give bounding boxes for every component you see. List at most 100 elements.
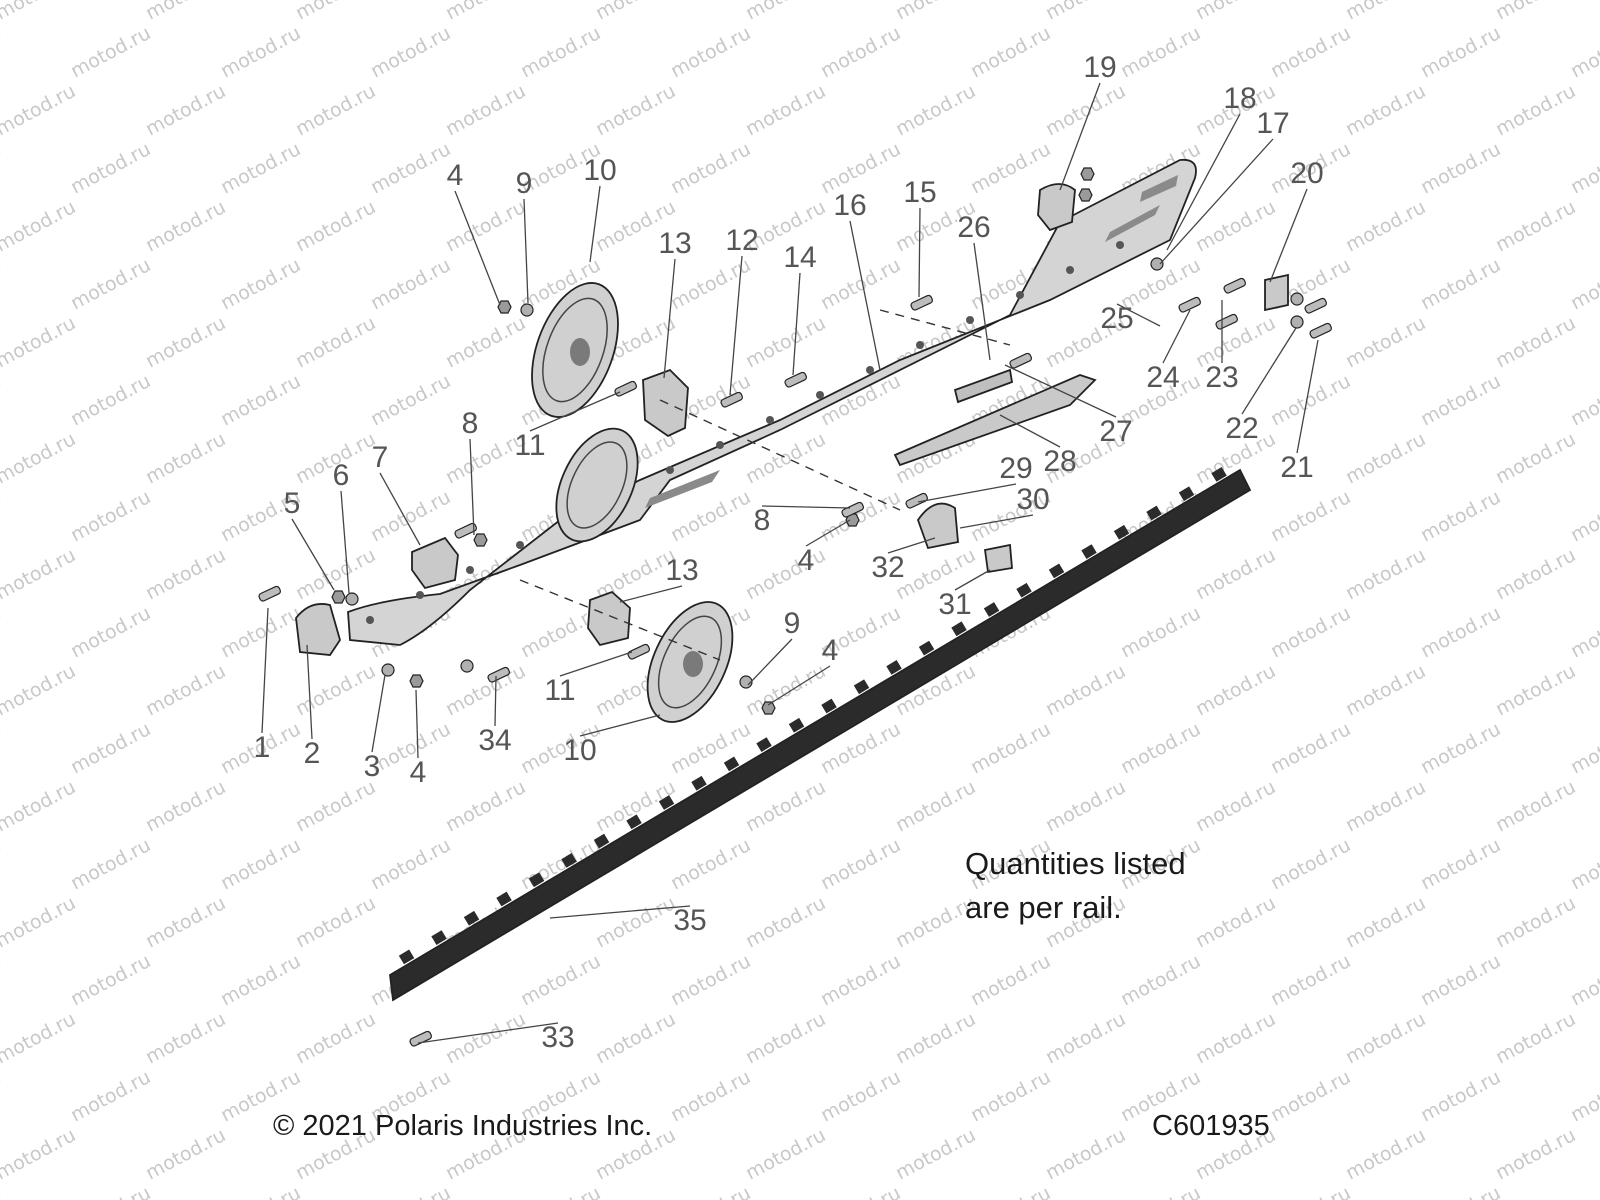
watermark-text: motod.ru	[1192, 1008, 1279, 1068]
watermark-text: motod.ru	[1417, 370, 1504, 430]
watermark-text: motod.ru	[142, 660, 229, 720]
part-callout-4: 4	[798, 544, 815, 577]
watermark-text: motod.ru	[67, 138, 154, 198]
watermark-text: motod.ru	[292, 80, 379, 140]
rail-hole	[1066, 266, 1074, 274]
watermark-text: motod.ru	[1267, 486, 1354, 546]
part-callout-30: 30	[1016, 483, 1049, 516]
part-callout-21: 21	[1280, 451, 1313, 484]
watermark-text: motod.ru	[1192, 776, 1279, 836]
watermark-text: motod.ru	[1342, 660, 1429, 720]
part-callout-10: 10	[583, 154, 616, 187]
watermark-text: motod.ru	[67, 950, 154, 1010]
leader-line	[1166, 113, 1241, 251]
watermark-text: motod.ru	[1267, 22, 1354, 82]
wear-strip-tooth	[398, 949, 415, 965]
rail-hole	[866, 366, 874, 374]
watermark-text: motod.ru	[967, 950, 1054, 1010]
wear-strip-tooth	[593, 833, 610, 849]
pin	[614, 380, 637, 397]
bolt	[1309, 322, 1332, 339]
hex-nut	[409, 674, 424, 688]
watermark-text: motod.ru	[0, 1124, 79, 1184]
spring-mount	[916, 502, 959, 550]
watermark-text: motod.ru	[0, 80, 79, 140]
watermark-text: motod.ru	[67, 22, 154, 82]
watermark-text: motod.ru	[817, 1182, 904, 1200]
part-callout-16: 16	[833, 189, 866, 222]
watermark-text: motod.ru	[1417, 254, 1504, 314]
watermark-text: motod.ru	[367, 370, 454, 430]
wear-strip-tooth	[853, 679, 870, 695]
watermark-text: motod.ru	[817, 486, 904, 546]
part-callout-32: 32	[871, 551, 904, 584]
part-callout-14: 14	[783, 241, 816, 274]
watermark-text: motod.ru	[1192, 892, 1279, 952]
leader-line	[918, 207, 921, 298]
wear-strip-tooth	[1016, 582, 1032, 598]
rail-hole	[916, 341, 924, 349]
watermark-text: motod.ru	[817, 950, 904, 1010]
washer	[1290, 315, 1304, 329]
diagram-code: C601935	[1152, 1110, 1270, 1142]
watermark-text: motod.ru	[967, 22, 1054, 82]
leader-lines	[261, 82, 1319, 1044]
washer	[345, 592, 359, 606]
wear-strip-tooth	[1113, 524, 1130, 540]
bolt	[784, 371, 807, 388]
washer	[1290, 292, 1304, 306]
watermark-text: motod.ru	[367, 834, 454, 894]
watermark-text: motod.ru	[517, 950, 604, 1010]
watermark-text: motod.ru	[1117, 602, 1204, 662]
part-callout-28: 28	[1043, 445, 1076, 478]
watermark-text: motod.ru	[1117, 950, 1204, 1010]
watermark-text: motod.ru	[892, 1124, 979, 1184]
watermark-text: motod.ru	[667, 22, 754, 82]
watermark-text: motod.ru	[892, 80, 979, 140]
watermark-text: motod.ru	[0, 602, 4, 662]
bolt	[1009, 352, 1032, 369]
leader-line	[549, 905, 691, 919]
watermark-text: motod.ru	[0, 544, 79, 604]
leader-line	[1159, 138, 1274, 265]
watermark-text: motod.ru	[892, 776, 979, 836]
copyright-notice: © 2021 Polaris Industries Inc.	[273, 1110, 653, 1142]
plate-clip	[953, 368, 1014, 404]
rear-stop-block	[1037, 183, 1076, 232]
watermark-text: motod.ru	[817, 1066, 904, 1126]
leader-line	[529, 391, 621, 432]
wear-strip-tooth	[1211, 467, 1227, 482]
watermark-text: motod.ru	[817, 834, 904, 894]
wear-strip-tooth	[756, 737, 772, 752]
leader-line	[761, 505, 851, 509]
wear-strip-tooth	[691, 775, 707, 791]
watermark-text: motod.ru	[217, 950, 304, 1010]
watermark-text: motod.ru	[0, 254, 4, 314]
watermark-text: motod.ru	[67, 602, 154, 662]
watermark-text: motod.ru	[1567, 370, 1600, 430]
rail-hole	[416, 591, 424, 599]
watermark-text: motod.ru	[442, 0, 529, 24]
watermark-text: motod.ru	[142, 312, 229, 372]
watermark-text: motod.ru	[442, 776, 529, 836]
rail-tip-cap	[295, 603, 341, 656]
leader-line	[1004, 364, 1117, 418]
leader-line	[306, 644, 313, 740]
watermark-text: motod.ru	[67, 834, 154, 894]
watermark-text: motod.ru	[217, 834, 304, 894]
bolt	[720, 391, 743, 408]
watermark-text: motod.ru	[817, 254, 904, 314]
hex-nut	[1080, 167, 1095, 181]
watermark-text: motod.ru	[1267, 602, 1354, 662]
rear-bracket	[1264, 273, 1289, 312]
watermark-text: motod.ru	[1042, 0, 1129, 24]
bolt	[258, 585, 281, 602]
wear-strip-tooth	[431, 930, 447, 945]
watermark-text: motod.ru	[1117, 22, 1204, 82]
watermark-text: motod.ru	[0, 776, 79, 836]
watermark-text: motod.ru	[142, 892, 229, 952]
leader-line	[959, 514, 1034, 529]
watermark-text: motod.ru	[1492, 428, 1579, 488]
part-callout-13: 13	[665, 554, 698, 587]
